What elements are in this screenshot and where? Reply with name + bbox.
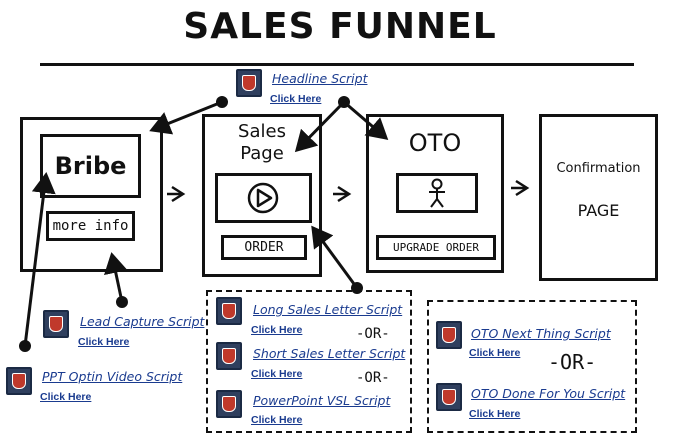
page-title: SALES FUNNEL xyxy=(183,6,497,47)
oto-person-box xyxy=(396,173,478,213)
more-info-button[interactable]: more info xyxy=(46,211,135,241)
sales-page-label-line1: Sales xyxy=(238,121,286,142)
lead-capture-click-here[interactable]: Click Here xyxy=(78,336,130,348)
long-sales-letter-script-title[interactable]: Long Sales Letter Script xyxy=(253,302,403,317)
ppt-optin-click-here[interactable]: Click Here xyxy=(40,391,92,403)
oto-next-thing-click-here[interactable]: Click Here xyxy=(469,347,521,359)
oto-next-thing-script-title[interactable]: OTO Next Thing Script xyxy=(471,326,611,341)
bribe-box: Bribe xyxy=(40,134,141,198)
lead-capture-script-icon xyxy=(43,310,69,338)
oto-done-for-you-script-title[interactable]: OTO Done For You Script xyxy=(471,386,626,401)
ppt-optin-script-icon xyxy=(6,367,32,395)
short-sales-letter-script-title[interactable]: Short Sales Letter Script xyxy=(253,346,406,361)
or-separator-2: -OR- xyxy=(356,370,390,386)
order-button[interactable]: ORDER xyxy=(221,235,307,260)
long-sales-letter-click-here[interactable]: Click Here xyxy=(251,324,303,336)
short-sales-letter-click-here[interactable]: Click Here xyxy=(251,368,303,380)
short-sales-letter-script-icon xyxy=(216,342,242,370)
lead-capture-script-title[interactable]: Lead Capture Script xyxy=(80,314,205,329)
oto-stage: OTO UPGRADE ORDER xyxy=(366,114,504,273)
oto-next-thing-script-icon xyxy=(436,321,462,349)
or-separator-1: -OR- xyxy=(356,326,390,342)
powerpoint-vsl-click-here[interactable]: Click Here xyxy=(251,414,303,426)
headline-script-title[interactable]: Headline Script xyxy=(272,71,368,86)
play-icon xyxy=(247,182,279,214)
long-sales-letter-script-icon xyxy=(216,297,242,325)
oto-label: OTO xyxy=(408,129,462,157)
more-info-label: more info xyxy=(52,218,129,234)
headline-click-here[interactable]: Click Here xyxy=(270,93,322,105)
bribe-label: Bribe xyxy=(54,152,127,180)
ppt-optin-script-title[interactable]: PPT Optin Video Script xyxy=(42,369,183,384)
confirmation-label-line1: Confirmation xyxy=(556,161,641,176)
powerpoint-vsl-script-icon xyxy=(216,390,242,418)
sales-page-label-line2: Page xyxy=(240,143,284,164)
confirmation-label-line2: PAGE xyxy=(577,201,620,220)
title-underline xyxy=(40,63,634,66)
oto-scripts-group xyxy=(427,300,637,433)
oto-done-for-you-click-here[interactable]: Click Here xyxy=(469,408,521,420)
bribe-stage: Bribe more info xyxy=(20,117,163,272)
person-icon xyxy=(429,178,445,208)
sales-video-box xyxy=(215,173,312,223)
confirmation-stage: Confirmation PAGE xyxy=(539,114,658,281)
or-separator-big: -OR- xyxy=(548,350,597,374)
headline-script-icon xyxy=(236,69,262,97)
powerpoint-vsl-script-title[interactable]: PowerPoint VSL Script xyxy=(253,393,391,408)
oto-done-for-you-script-icon xyxy=(436,383,462,411)
order-label: ORDER xyxy=(244,240,284,255)
upgrade-order-button[interactable]: UPGRADE ORDER xyxy=(376,235,496,260)
upgrade-order-label: UPGRADE ORDER xyxy=(392,241,480,254)
sales-scripts-group xyxy=(206,290,412,433)
